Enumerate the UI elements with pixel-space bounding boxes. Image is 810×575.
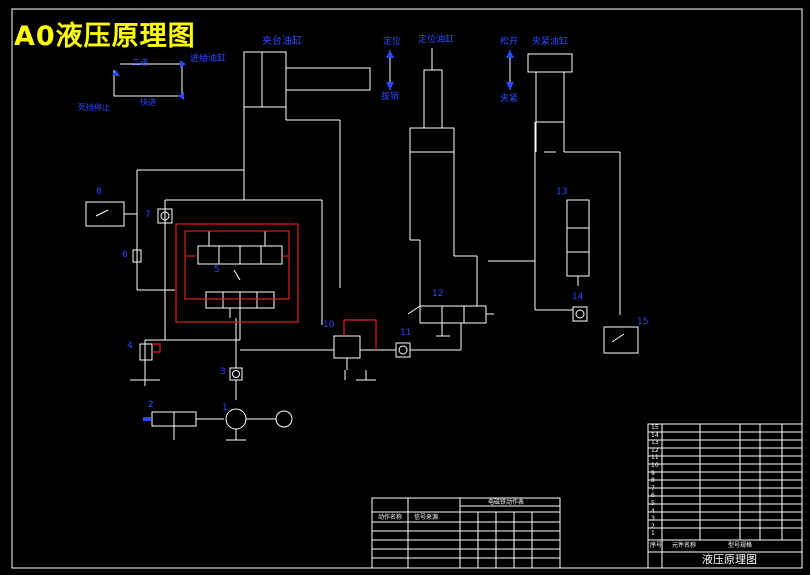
drawing-frame [11,8,803,569]
parts-row-number: 4 [651,507,655,515]
num-10: 10 [323,320,335,330]
parts-row-number: 5 [651,500,655,507]
parts-row-number: 2 [651,522,655,530]
check-valve-14 [572,306,588,322]
num-5: 5 [214,265,220,275]
num-8: 8 [96,187,102,197]
parts-header-name: 元件名称 [672,542,697,549]
label-clamp-cylinder-2: 夹紧油缸 [532,37,569,47]
parts-row-number: 8 [651,477,655,485]
clamp-cylinder-body [243,51,287,108]
valve-10 [333,335,361,359]
label-position-cylinder: 定位油缸 [418,35,455,45]
num-2: 2 [148,400,154,410]
pump-1 [225,408,247,430]
num-14: 14 [572,292,584,302]
valve-12-mid [441,305,465,324]
check-valve-3 [229,367,243,381]
parts-row-number: 14 [651,431,659,439]
label-position: 定位 [383,37,402,47]
num-7: 7 [145,210,151,220]
parts-row-number: 11 [651,454,659,462]
parts-header-no: 序号 [650,542,663,549]
pressure-switch-15 [603,326,639,354]
valve-12-left [419,305,443,324]
check-valve-7 [157,208,173,224]
label-clamp: 夹紧 [500,94,519,104]
label-pull-out: 拔销 [381,92,400,102]
blue-markers [112,50,514,421]
pressure-switch-8 [85,201,125,227]
red-circuit [152,223,377,353]
action-table-title: 电磁铁动作表 [488,499,525,506]
signal-header: 信号来源 [414,514,439,521]
parts-row-number: 7 [651,484,655,492]
valve-13-top [566,199,590,229]
label-fast-retract: 快进 [140,98,156,107]
label-stop-dwell: 死挡停止 [78,103,110,112]
clamp-cylinder-rod [285,67,371,91]
label-feed-cylinder: 进给油缸 [190,54,227,64]
valve-12-right [463,305,487,324]
num-4: 4 [127,341,133,351]
action-header: 动作名称 [378,514,403,521]
parts-row-number: 13 [651,439,659,447]
parts-row-number: 15 [651,424,659,431]
label-work-feed: 工进 [132,58,148,67]
parts-header-spec: 型号规格 [728,542,753,549]
parts-row-number: 1 [651,530,655,538]
parts-row-number: 10 [651,462,659,469]
valve-6 [132,249,142,263]
relief-valve-4 [139,343,153,361]
num-13: 13 [556,187,568,197]
parts-row-number: 12 [651,446,659,454]
parts-row-number: 6 [651,492,655,500]
num-12: 12 [432,289,444,299]
drawing-name: 液压原理图 [702,553,757,566]
motor [275,410,293,428]
parts-row-number: 3 [651,515,655,523]
num-3: 3 [220,367,226,377]
check-valve-11 [395,342,411,358]
label-loosen: 松开 [500,37,519,47]
label-clamp-cylinder: 夹台油缸 [262,36,302,47]
parts-row-number: 9 [651,469,655,477]
page-title: A0液压原理图 [14,21,196,52]
num-15: 15 [637,317,649,327]
position-cylinder-body [409,127,455,153]
num-1: 1 [222,403,228,413]
num-6: 6 [122,250,128,260]
num-11: 11 [400,328,412,338]
